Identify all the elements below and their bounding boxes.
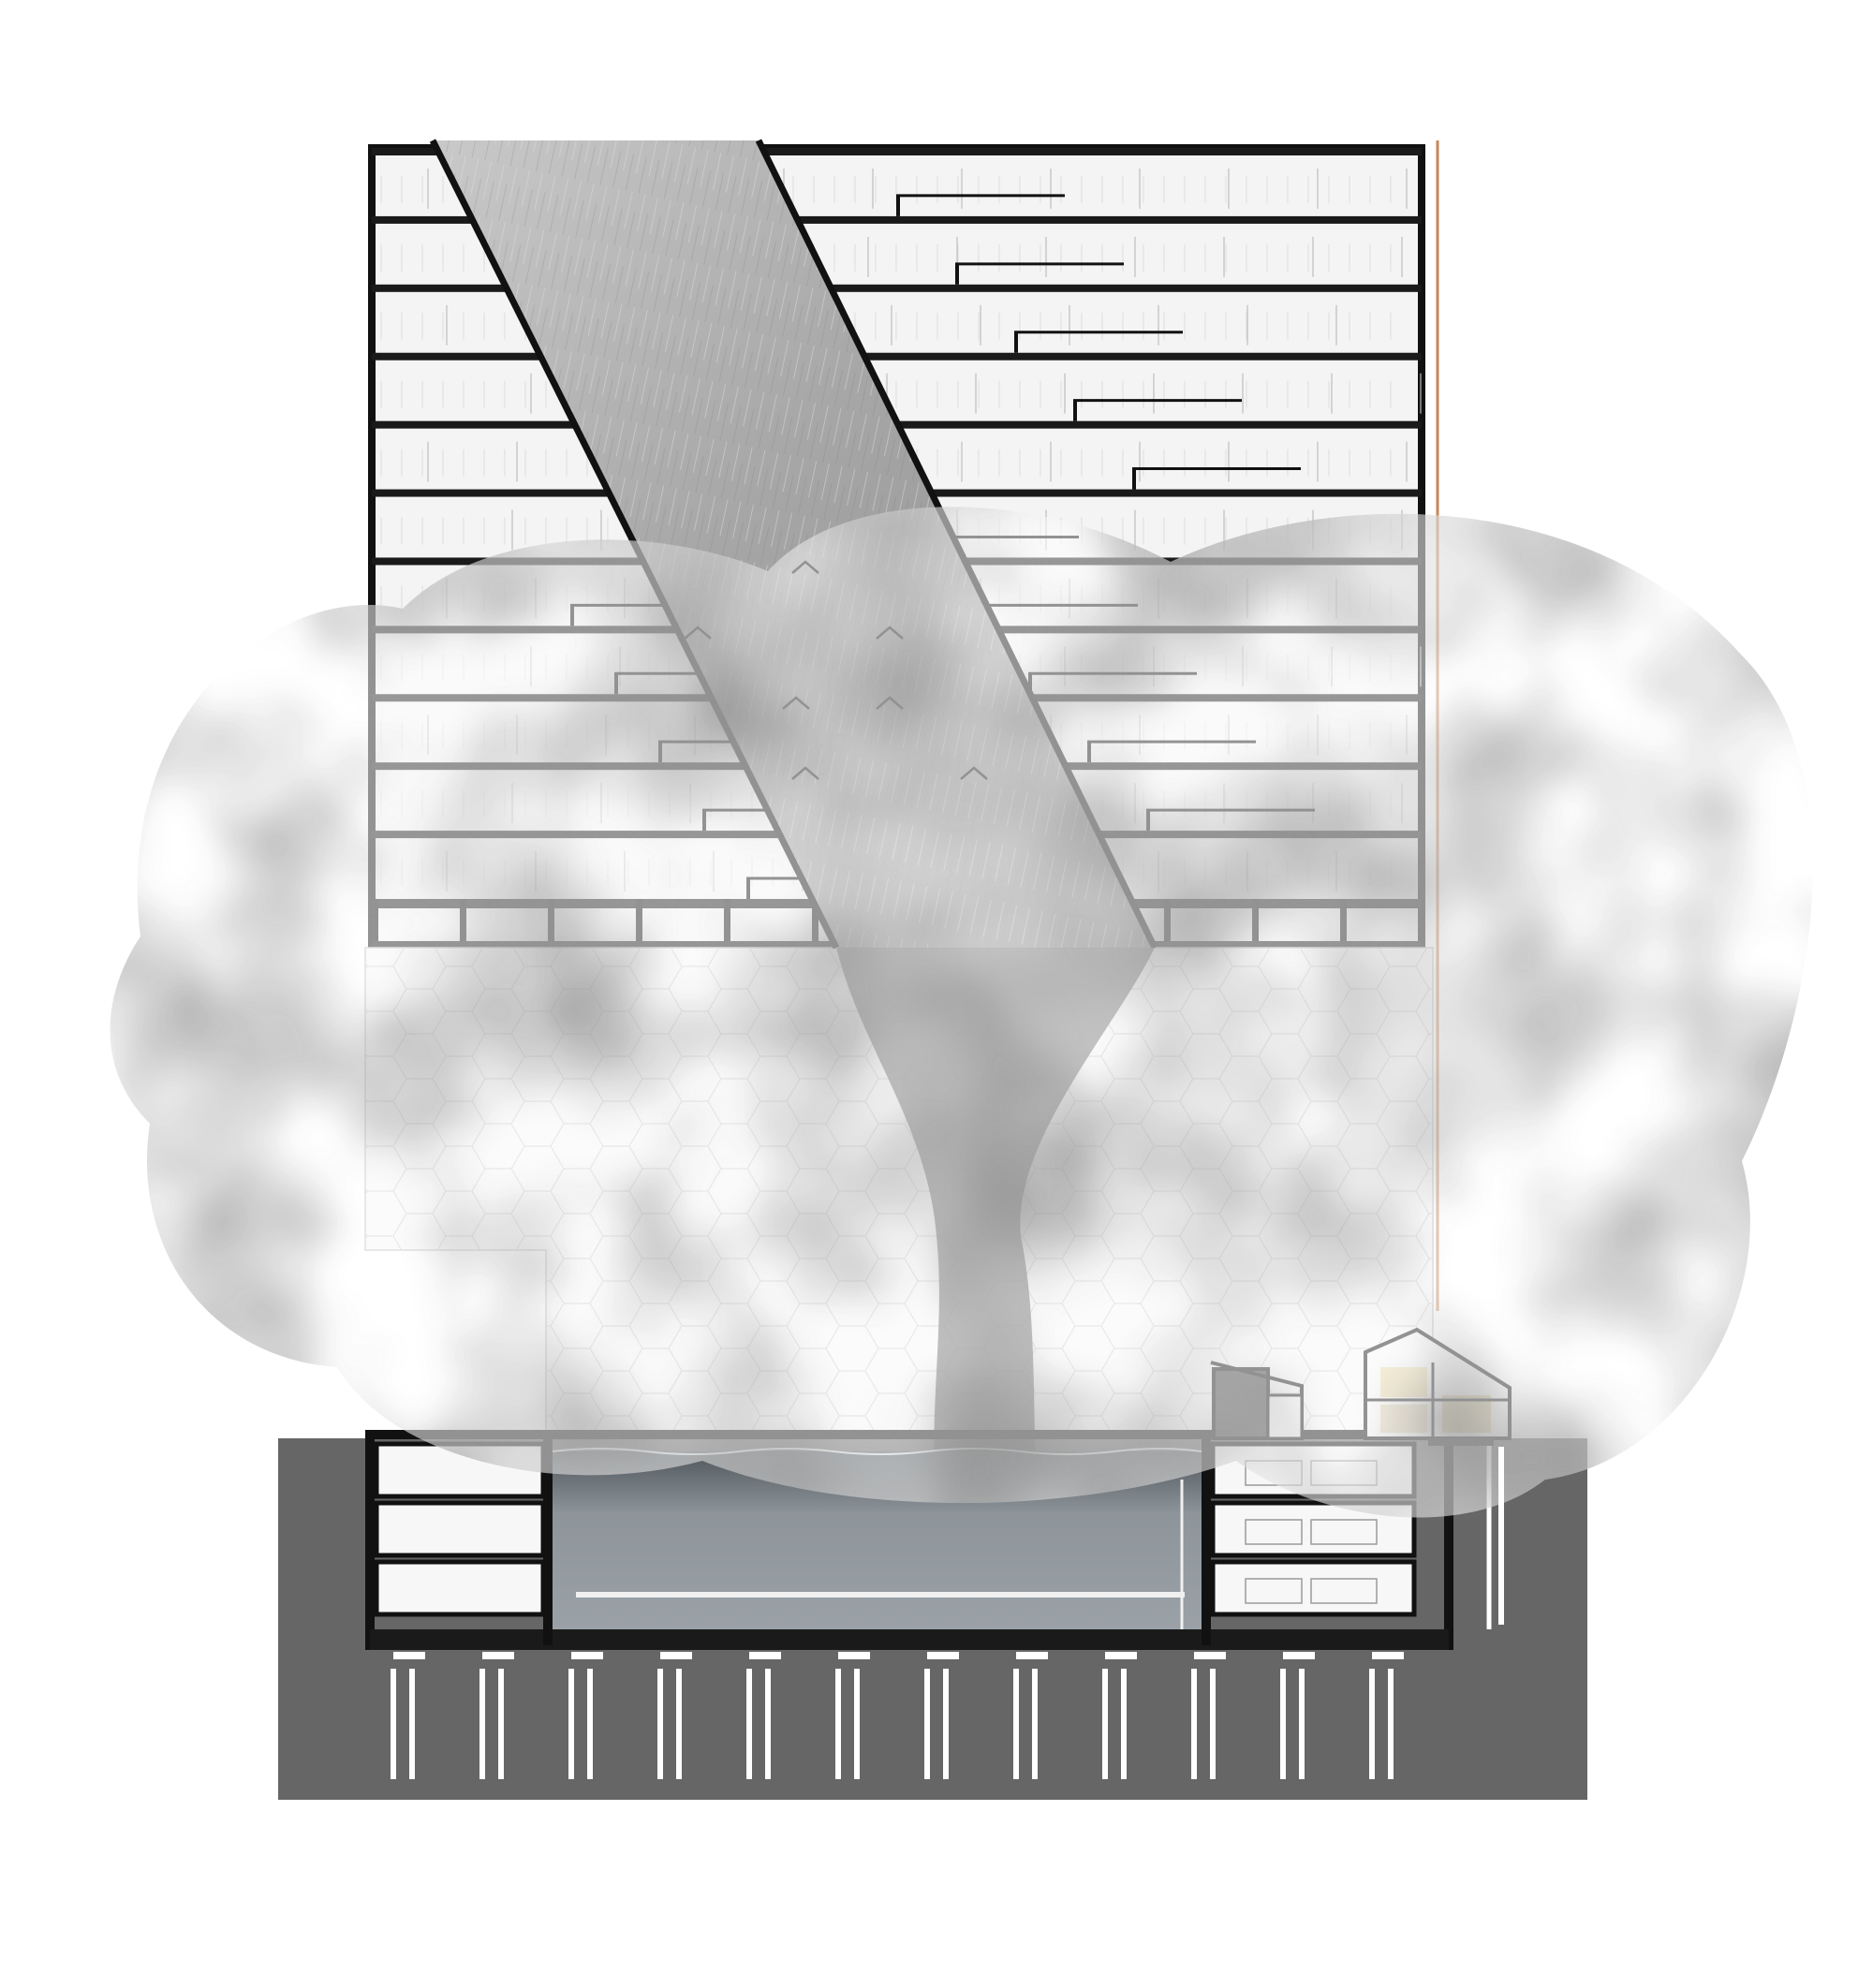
foundation-pile	[479, 1669, 485, 1779]
pile-cap	[838, 1652, 870, 1659]
parking-level	[374, 1500, 546, 1558]
foundation-pile	[1369, 1669, 1375, 1779]
pile-cap	[482, 1652, 514, 1659]
foundation-pile	[1388, 1669, 1394, 1779]
plant-equipment	[1310, 1578, 1378, 1604]
pile-cap	[1372, 1652, 1404, 1659]
pile-cap	[1016, 1652, 1048, 1659]
mist-cloud	[110, 507, 1813, 1518]
foundation-pile	[409, 1669, 415, 1779]
plant-equipment	[1245, 1519, 1303, 1545]
foundation-pile	[1121, 1669, 1127, 1779]
foundation-pile	[1032, 1669, 1038, 1779]
floor-slab	[372, 215, 1422, 224]
foundation-pile	[1299, 1669, 1305, 1779]
pool-floor-line	[576, 1592, 1185, 1598]
parking-level	[374, 1559, 546, 1617]
foundation-pile	[1210, 1669, 1216, 1779]
foundation-pile	[568, 1669, 574, 1779]
mist-cloud-body	[110, 507, 1813, 1518]
unit-wall	[1073, 400, 1077, 421]
floor-slab	[372, 284, 1422, 292]
foundation-pile	[765, 1669, 771, 1779]
unit-wall	[896, 195, 900, 216]
pile-cap	[1283, 1652, 1315, 1659]
house-pile	[1498, 1447, 1504, 1625]
foundation-pile	[676, 1669, 682, 1779]
foundation-pile	[1013, 1669, 1019, 1779]
unit-wall	[1014, 331, 1018, 353]
foundation-pile	[835, 1669, 841, 1779]
pile-cap	[927, 1652, 959, 1659]
foundation-pile	[498, 1669, 504, 1779]
plant-room	[1210, 1559, 1417, 1617]
raft-slab	[370, 1629, 1449, 1650]
foundation-pile	[391, 1669, 396, 1779]
pile-cap	[1194, 1652, 1226, 1659]
foundation-pile	[924, 1669, 930, 1779]
foundation-pile	[854, 1669, 860, 1779]
foundation-pile	[657, 1669, 663, 1779]
foundation-piles	[391, 1447, 1504, 1779]
foundation-pile	[746, 1669, 752, 1779]
unit-wall	[1132, 468, 1136, 490]
pool-right-wall	[1202, 1435, 1211, 1645]
pile-cap	[660, 1652, 692, 1659]
pile-cap	[749, 1652, 781, 1659]
pool-left-wall	[543, 1435, 553, 1645]
foundation-pile	[943, 1669, 949, 1779]
foundation-pile	[1102, 1669, 1108, 1779]
foundation-pile	[1191, 1669, 1197, 1779]
pile-cap	[571, 1652, 603, 1659]
plant-equipment	[1310, 1519, 1378, 1545]
pile-cap	[1105, 1652, 1137, 1659]
plant-equipment	[1245, 1578, 1303, 1604]
foundation-pile	[1280, 1669, 1286, 1779]
floor-slab	[372, 352, 1422, 361]
unit-wall	[955, 263, 959, 285]
floor-slab	[372, 148, 1422, 155]
foundation-pile	[587, 1669, 593, 1779]
pile-cap	[393, 1652, 425, 1659]
